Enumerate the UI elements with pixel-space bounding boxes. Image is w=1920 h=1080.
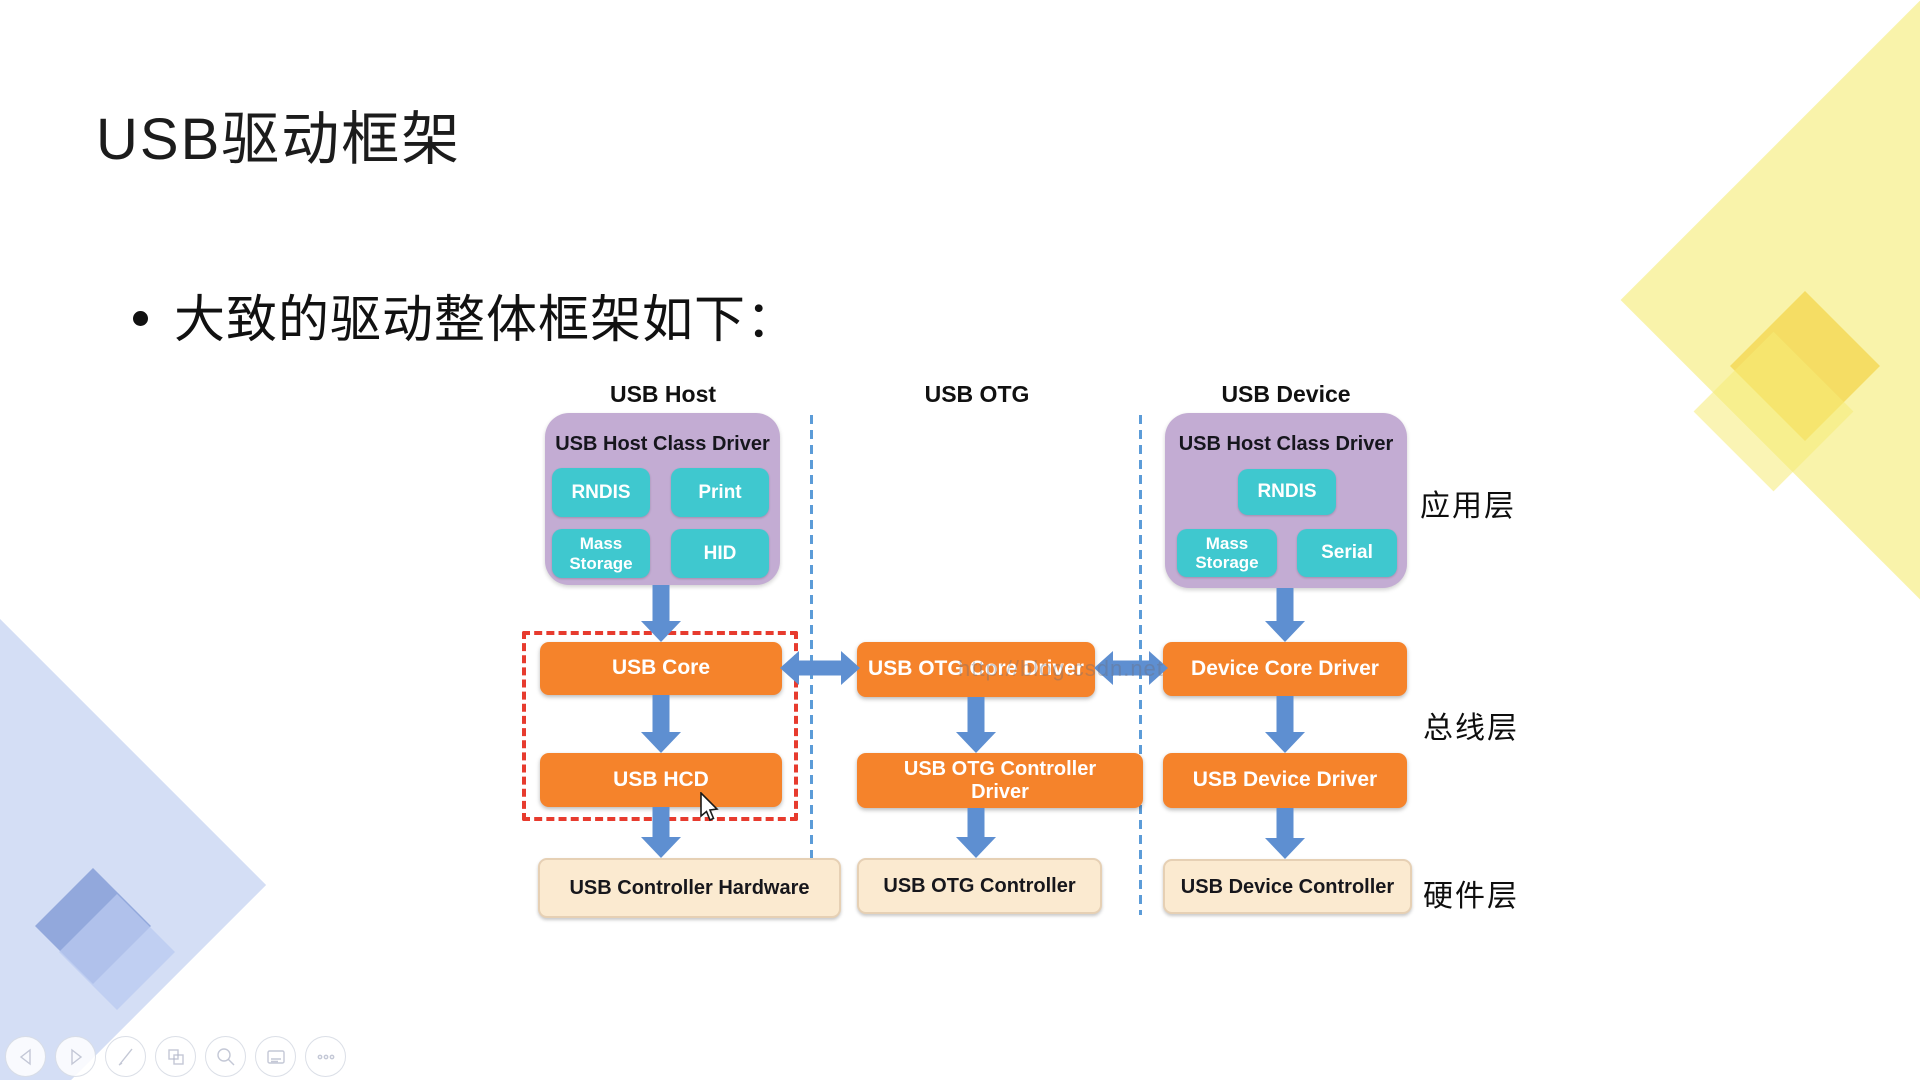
column-title-usb-device: USB Device (1221, 381, 1351, 407)
notes-icon (266, 1049, 285, 1064)
chip-serial: Serial (1297, 529, 1397, 577)
column-title-usb-host: USB Host (609, 381, 717, 407)
bullet-line: 大致的驱动整体框架如下： (133, 278, 798, 352)
decor-diamond-blue-large (0, 573, 267, 1080)
layer-label-application: 应用层 (1420, 490, 1516, 523)
pen-icon (118, 1048, 133, 1066)
next-icon (70, 1048, 82, 1065)
page-title: USB驱动框架 (96, 107, 462, 172)
annotate-button[interactable] (105, 1036, 146, 1077)
usb-device-class-driver-title: USB Host Class Driver (1178, 433, 1394, 455)
usb-otg-controller-driver-box: USB OTG Controller Driver (857, 753, 1143, 808)
usb-hcd-box: USB HCD (540, 753, 782, 807)
arrow-device-class-to-core (1265, 588, 1305, 642)
more-options-icon (317, 1054, 334, 1059)
copy-icon (167, 1048, 184, 1065)
usb-host-class-driver-title: USB Host Class Driver (555, 433, 770, 455)
magnifier-button[interactable] (205, 1036, 246, 1077)
usb-controller-hardware-box: USB Controller Hardware (538, 858, 841, 918)
usb-core-box: USB Core (540, 642, 782, 695)
notes-button[interactable] (255, 1036, 296, 1077)
magnifier-icon (216, 1047, 234, 1065)
watermark-text: http://blog.csdn.net (958, 656, 1164, 681)
more-button[interactable] (305, 1036, 346, 1077)
device-core-driver-box: Device Core Driver (1163, 642, 1407, 696)
arrow-device-driver-to-controller (1265, 808, 1305, 859)
arrow-device-core-to-driver (1265, 696, 1305, 753)
chip-rndis-host: RNDIS (552, 468, 650, 517)
player-controls (5, 1036, 346, 1077)
layer-label-hardware: 硬件层 (1423, 880, 1519, 913)
arrow-otg-core-to-controller-driver (956, 697, 996, 753)
chip-print: Print (671, 468, 769, 517)
bullet-text: 大致的驱动整体框架如下： (174, 291, 799, 348)
usb-otg-controller-box: USB OTG Controller (857, 858, 1102, 914)
arrow-usbcore-otgcore (780, 651, 860, 685)
arrow-host-class-to-core (641, 585, 681, 642)
column-title-usb-otg: USB OTG (924, 381, 1030, 407)
usb-device-controller-box: USB Device Controller (1163, 859, 1412, 914)
arrow-hcd-to-hardware (641, 807, 681, 858)
chip-hid: HID (671, 529, 769, 578)
arrow-core-to-hcd (641, 695, 681, 753)
chip-mass-storage-device: Mass Storage (1177, 529, 1277, 577)
previous-icon (19, 1048, 31, 1065)
chip-mass-storage-host: Mass Storage (552, 529, 650, 578)
decor-diamond-yellow-large (1620, 0, 1920, 640)
chip-rndis-device: RNDIS (1238, 469, 1336, 515)
previous-button[interactable] (5, 1036, 46, 1077)
usb-otg-core-driver-box: USB OTG Core Driver (857, 642, 1095, 697)
mouse-cursor (699, 791, 721, 827)
bullet-marker (133, 310, 148, 326)
next-button[interactable] (55, 1036, 96, 1077)
arrow-otg-driver-to-controller (956, 808, 996, 858)
layer-label-bus: 总线层 (1423, 712, 1519, 745)
slides-button[interactable] (155, 1036, 196, 1077)
arrow-otgcore-devicecore (1094, 651, 1168, 685)
usb-device-driver-box: USB Device Driver (1163, 753, 1407, 808)
